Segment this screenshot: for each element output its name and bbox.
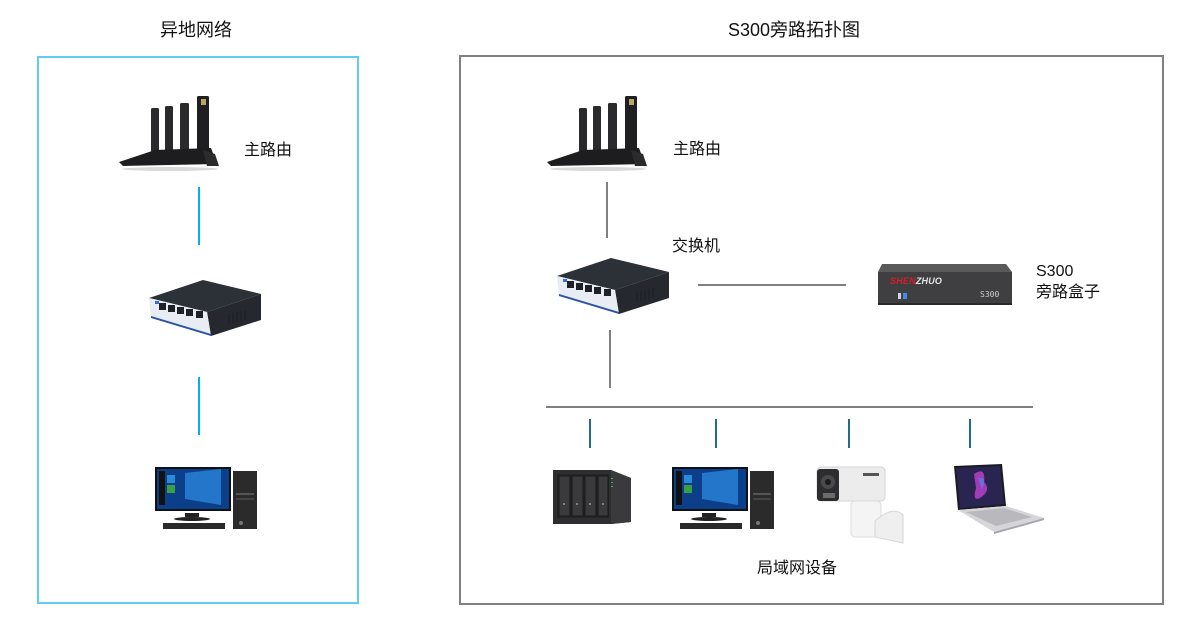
- s300-bypass-topology-panel: [459, 55, 1164, 605]
- brand-logo: SHENZHUO: [890, 276, 942, 286]
- right-router-label: 主路由: [673, 141, 722, 158]
- right-panel-title: S300旁路拓扑图: [728, 20, 861, 40]
- link-bus-nas: [589, 419, 591, 448]
- brand-prefix: SHEN: [890, 276, 916, 286]
- s300-box-icon: SHENZHUO S300: [876, 262, 1012, 306]
- bypass-box-label-desc: 旁路盒子: [1036, 284, 1101, 301]
- wifi-router-icon: [115, 92, 221, 172]
- lan-devices-label: 局域网设备: [757, 560, 838, 577]
- network-switch-icon: [145, 278, 263, 338]
- link-bus-pc: [715, 419, 717, 448]
- left-panel-title: 异地网络: [160, 20, 232, 40]
- lan-bus-line: [546, 406, 1033, 408]
- desktop-computer-icon: [672, 465, 776, 531]
- left-router-label: 主路由: [244, 142, 293, 159]
- bypass-box-label-model: S300: [1036, 263, 1074, 280]
- link-router-switch: [198, 187, 200, 245]
- ip-camera-icon: [815, 465, 907, 547]
- laptop-icon: [948, 462, 1046, 536]
- link-bus-laptop: [969, 419, 971, 448]
- switch-label: 交换机: [672, 238, 721, 255]
- remote-network-panel: [37, 56, 359, 604]
- link-switch-bypass-box: [698, 284, 846, 286]
- desktop-computer-icon: [155, 465, 259, 531]
- box-model-text: S300: [980, 290, 1000, 299]
- link-router-switch: [606, 182, 608, 238]
- network-switch-icon: [553, 256, 671, 316]
- link-switch-lan-bus: [609, 330, 611, 388]
- link-switch-pc: [198, 377, 200, 435]
- wifi-router-icon: [543, 92, 649, 172]
- nas-icon: [551, 466, 633, 526]
- brand-suffix: ZHUO: [915, 276, 943, 286]
- link-bus-camera: [848, 419, 850, 448]
